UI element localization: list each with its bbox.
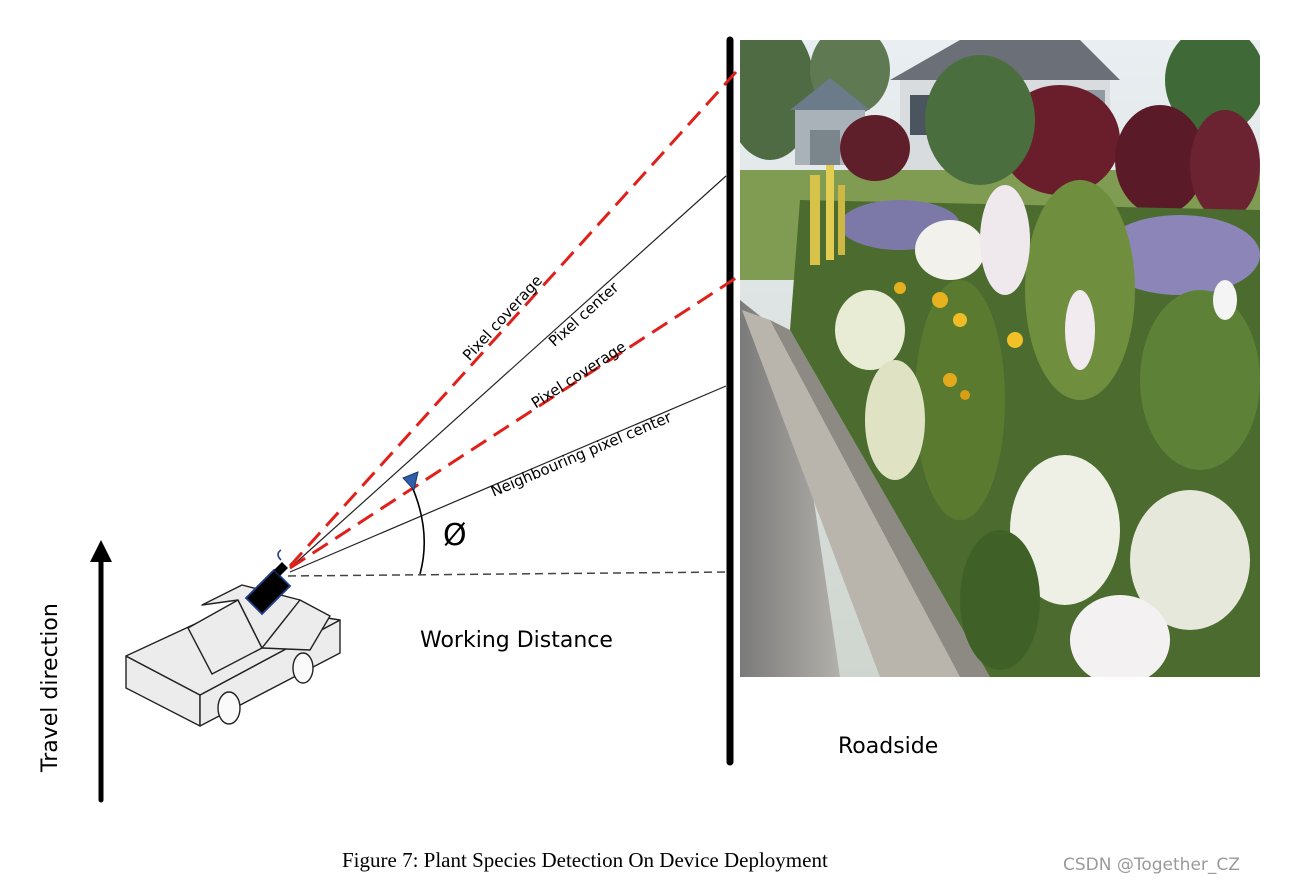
camera xyxy=(244,549,292,616)
angle-arrowhead xyxy=(402,471,419,492)
pixel-coverage-line-upper xyxy=(288,70,738,568)
working-distance-line xyxy=(287,571,727,577)
label-working-distance: Working Distance xyxy=(420,628,613,653)
car xyxy=(125,584,341,727)
angle-arc xyxy=(409,481,425,575)
neighbouring-pixel-center-line xyxy=(289,385,727,573)
roadside-photo xyxy=(740,40,1260,677)
watermark: CSDN @Together_CZ xyxy=(1063,855,1240,875)
pixel-coverage-line-lower xyxy=(289,276,737,570)
label-roadside: Roadside xyxy=(838,734,939,759)
label-angle-symbol: Ø xyxy=(443,518,467,553)
label-travel-direction: Travel direction xyxy=(38,603,63,772)
travel-direction-arrow xyxy=(90,540,112,803)
pixel-center-line xyxy=(289,175,727,569)
figure-caption: Figure 7: Plant Species Detection On Dev… xyxy=(342,848,828,872)
house-left xyxy=(790,78,870,165)
